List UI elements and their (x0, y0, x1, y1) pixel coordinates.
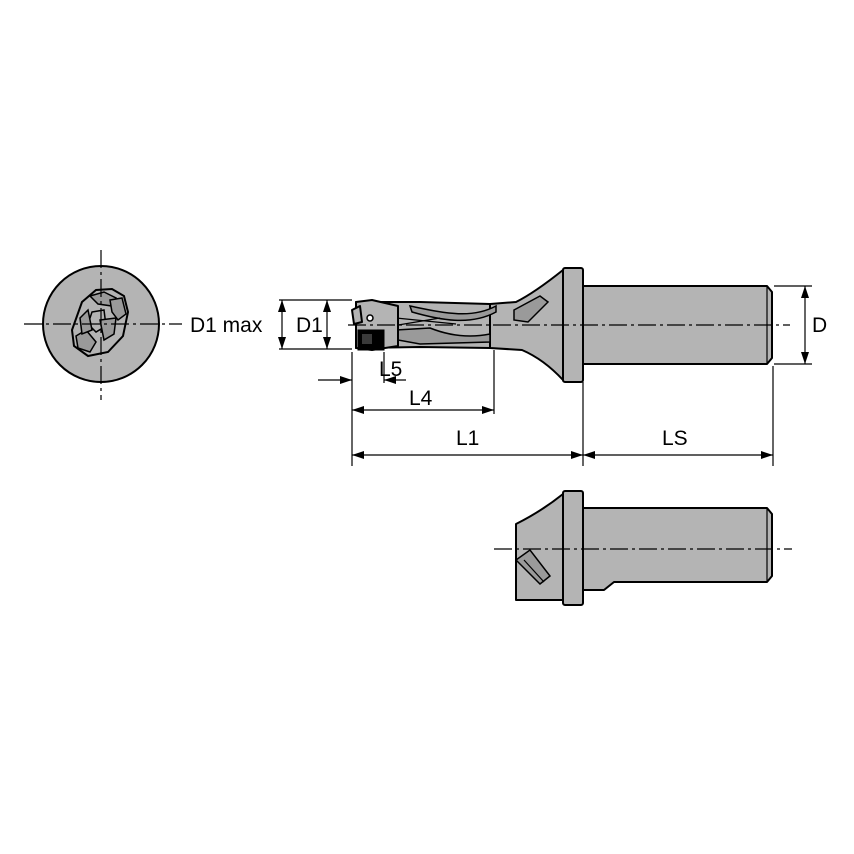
label-l1: L1 (456, 427, 479, 450)
dimensions: D1 max D1 D L5 L4 L1 (190, 285, 827, 466)
label-d: D (812, 314, 827, 337)
label-l4: L4 (409, 387, 433, 410)
shank-detail-view (494, 490, 792, 606)
end-view-cutting-face (70, 287, 130, 358)
detail-neck (515, 493, 564, 601)
end-view (24, 250, 182, 400)
label-ls: LS (662, 427, 688, 450)
label-l5: L5 (379, 358, 402, 381)
label-d1: D1 (296, 314, 323, 337)
label-d1max: D1 max (190, 314, 263, 337)
drill-side-view (348, 267, 790, 383)
detail-flange (562, 490, 584, 606)
coolant-hole (366, 314, 374, 322)
